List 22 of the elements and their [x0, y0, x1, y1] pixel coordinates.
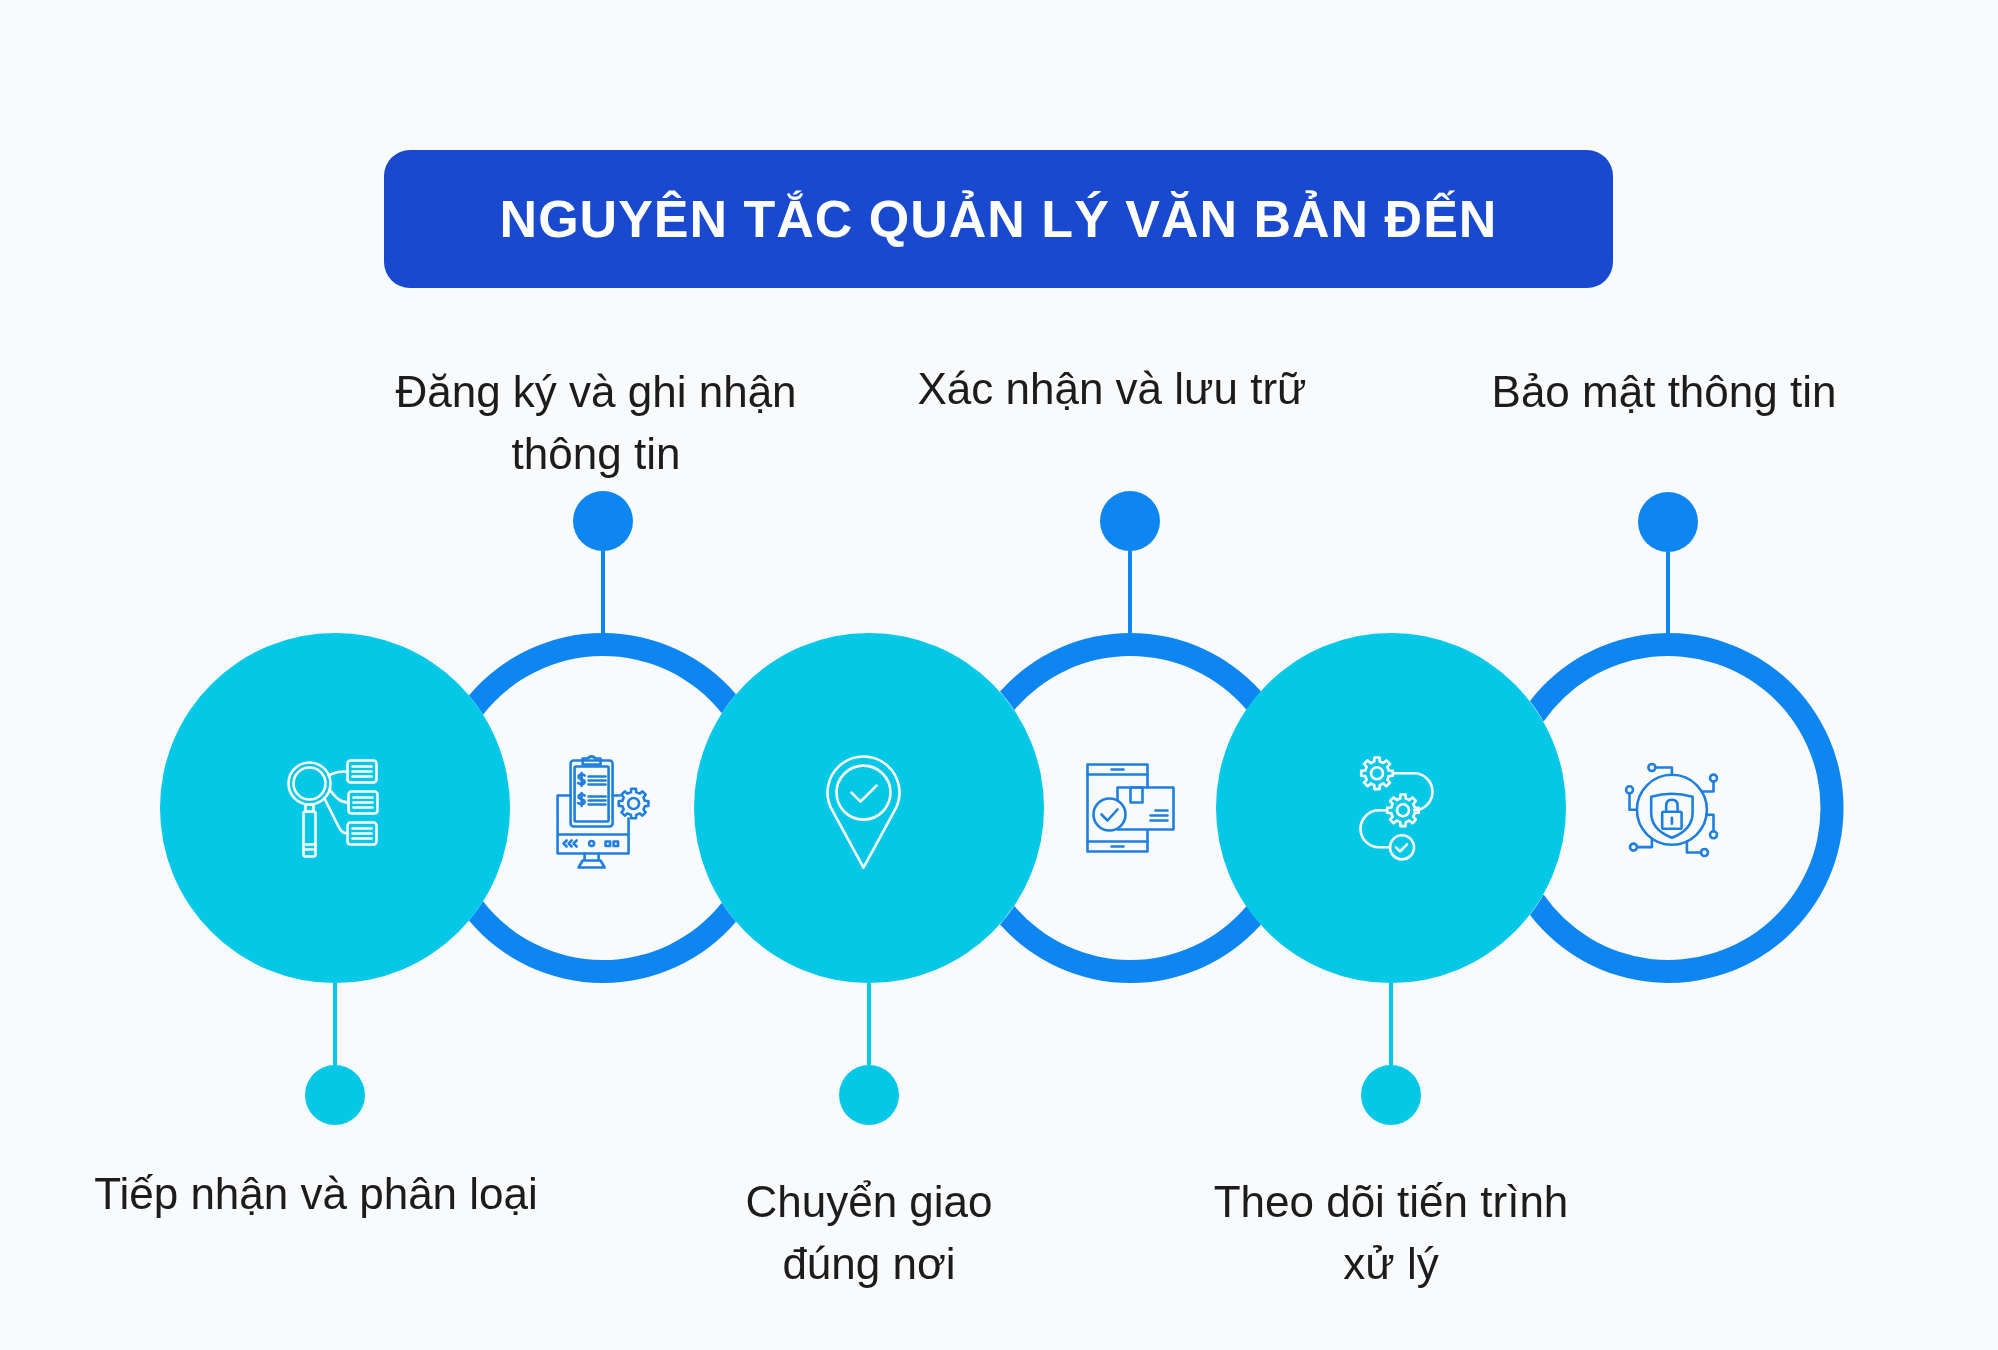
step-label: Bảo mật thông tin: [1490, 366, 1838, 418]
step-label: Chuyển giao đúng nơi: [744, 1176, 994, 1290]
dot-marker: [305, 1065, 365, 1125]
connector-line: [1666, 552, 1670, 633]
dot-marker: [1361, 1065, 1421, 1125]
connector-line: [1128, 551, 1132, 633]
step-label: Đăng ký và ghi nhận thông tin: [394, 366, 798, 480]
connector-line: [601, 551, 605, 633]
connector-line: [867, 983, 871, 1065]
connector-line: [333, 983, 337, 1065]
dot-marker: [573, 491, 633, 551]
dot-marker: [1638, 492, 1698, 552]
dot-marker: [1100, 491, 1160, 551]
connector-line: [1389, 983, 1393, 1065]
title-banner: NGUYÊN TẮC QUẢN LÝ VĂN BẢN ĐẾN: [384, 150, 1613, 288]
step-label: Xác nhận và lưu trữ: [916, 363, 1308, 415]
step-ring: [469, 633, 736, 983]
step-ring: [1529, 633, 1843, 983]
step-ring: [999, 633, 1261, 983]
dot-marker: [839, 1065, 899, 1125]
step-label: Theo dõi tiến trình xử lý: [1212, 1176, 1570, 1290]
step-label: Tiếp nhận và phân loại: [93, 1168, 539, 1220]
